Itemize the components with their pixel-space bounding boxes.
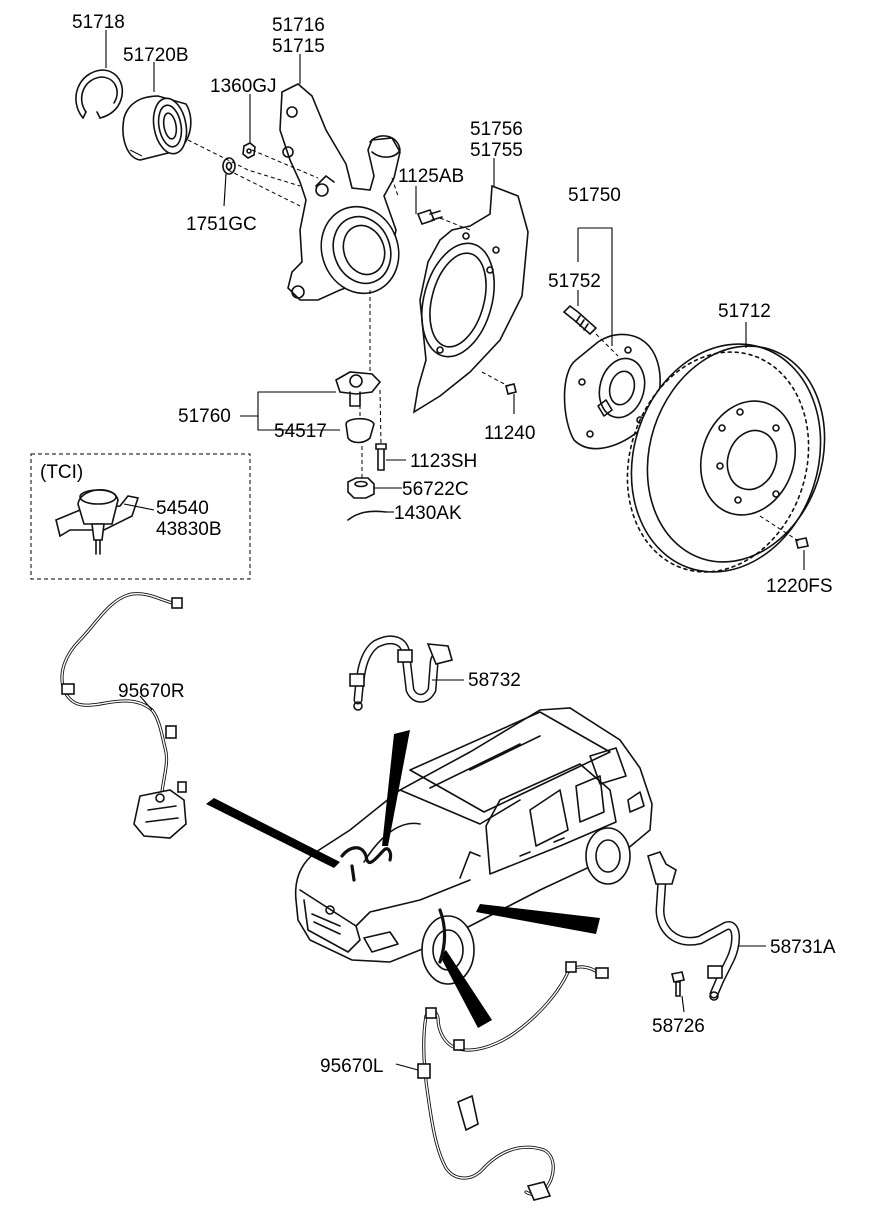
dust-cover-51756	[412, 184, 529, 414]
label-54517: 54517	[274, 421, 327, 442]
cotter-pin-1430ak	[347, 510, 387, 521]
bolt-1360gj	[242, 142, 256, 159]
label-58732: 58732	[468, 670, 521, 691]
assembly-lines	[187, 139, 801, 543]
bolt-1123sh	[375, 443, 387, 471]
bolt-58726	[671, 971, 685, 997]
ball-joint-51760	[335, 371, 382, 407]
brake-hose-58732	[349, 635, 453, 711]
label-51718: 51718	[72, 12, 125, 33]
label-1751gc: 1751GC	[186, 214, 257, 235]
callout-wedges	[206, 730, 600, 1028]
ball-joint-54540	[55, 489, 140, 555]
bolt-11240	[505, 383, 517, 395]
label-51750: 51750	[568, 185, 621, 206]
label-58726: 58726	[652, 1016, 705, 1037]
vehicle-sensor-wiring	[340, 846, 447, 964]
hub-bolt-51752	[562, 304, 598, 336]
label-95670l: 95670L	[320, 1056, 383, 1077]
wheel-bearing-51720b	[122, 95, 192, 161]
brake-hose-58731a	[647, 851, 740, 1001]
wheel-hub-51750	[563, 333, 661, 450]
dust-boot-54517	[345, 417, 375, 444]
label-95670r: 95670R	[118, 681, 185, 702]
vehicle-illustration	[294, 707, 653, 985]
label-1125ab: 1125AB	[398, 166, 464, 187]
wheel-speed-sensor-95670r	[60, 592, 187, 839]
label-1430ak: 1430AK	[394, 503, 462, 524]
label-51715: 51715	[272, 36, 325, 57]
label-56722c: 56722C	[402, 479, 469, 500]
wheel-speed-sensor-95670l	[417, 961, 609, 1201]
label-43830b: 43830B	[156, 519, 222, 540]
label-51752: 51752	[548, 271, 601, 292]
label-1360gj: 1360GJ	[210, 76, 277, 97]
leader-lines-top	[105, 30, 805, 570]
label-51756: 51756	[470, 119, 523, 140]
steering-knuckle-51716	[279, 83, 401, 301]
brake-disc-51712	[626, 343, 826, 573]
label-1220fs: 1220FS	[766, 576, 833, 597]
leader-lines-bottom	[139, 679, 766, 1071]
label-51720b: 51720B	[123, 45, 189, 66]
label-11240: 11240	[484, 423, 535, 444]
label-58731a: 58731A	[770, 937, 836, 958]
label-tci: (TCI)	[40, 462, 83, 483]
snap-ring-51718	[75, 69, 124, 119]
label-51716: 51716	[272, 15, 325, 36]
label-51755: 51755	[470, 140, 523, 161]
nut-56722c	[347, 477, 375, 499]
tci-box	[30, 453, 251, 580]
screw-1220fs	[795, 537, 809, 549]
label-51760: 51760	[178, 406, 231, 427]
label-54540: 54540	[156, 498, 209, 519]
label-51712: 51712	[718, 301, 771, 322]
label-1123sh: 1123SH	[410, 451, 477, 472]
bolt-1125ab	[416, 209, 443, 225]
